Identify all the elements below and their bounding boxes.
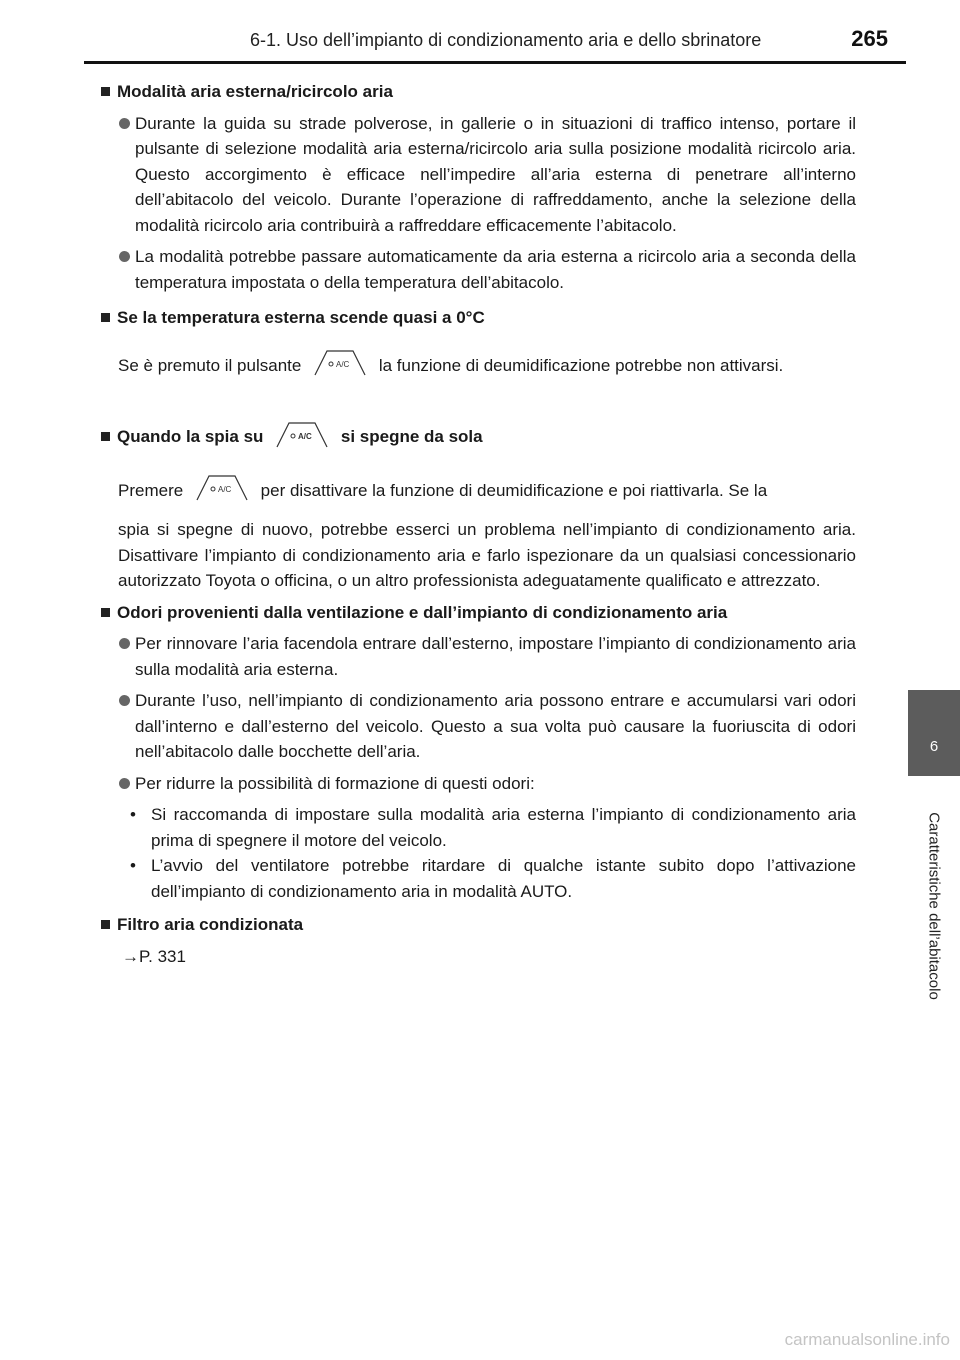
paragraph-text: per disattivare la funzione di deumidifi… <box>260 480 768 500</box>
page-number: 265 <box>851 26 888 51</box>
ac-button-label: A/C <box>218 485 232 494</box>
bullet-item: La modalità potrebbe passare automaticam… <box>100 244 856 295</box>
bullet-text: Durante l’uso, nell’impianto di condizio… <box>135 691 856 761</box>
ac-button-label: A/C <box>298 432 312 441</box>
bullet-text: La modalità potrebbe passare automaticam… <box>135 247 856 292</box>
round-bullet-icon <box>119 777 130 789</box>
paragraph-text: Premere <box>118 480 184 500</box>
heading-text: Filtro aria condizionata <box>117 915 304 934</box>
ac-button-label: A/C <box>336 360 350 369</box>
paragraph-text: Se è premuto il pulsante <box>118 355 302 375</box>
section-heading-filter: Filtro aria condizionata <box>100 912 856 938</box>
round-bullet-icon <box>119 251 130 262</box>
heading-text: Se la temperatura esterna scende quasi a… <box>117 308 485 327</box>
chapter-label: Caratteristiche dell’abitacolo <box>925 812 943 1000</box>
header-rule <box>84 61 906 64</box>
section-heading-indicator: Quando la spia su A/C si spegne da sola <box>100 421 856 450</box>
page-header: 6-1. Uso dell’impianto di condizionament… <box>0 0 960 64</box>
bullet-item: Per ridurre la possibilità di formazione… <box>100 771 856 797</box>
section-heading-low-temp: Se la temperatura esterna scende quasi a… <box>100 305 856 331</box>
bullet-text: Durante la guida su strade polverose, in… <box>135 113 856 235</box>
square-bullet-icon <box>101 87 110 96</box>
section-heading-odors: Odori provenienti dalla ventilazione e d… <box>100 600 856 626</box>
ac-button-icon: A/C <box>276 421 328 448</box>
chapter-number: 6 <box>929 738 939 755</box>
page-reference-link[interactable]: →P. 331 <box>122 946 186 966</box>
chapter-label-box: Caratteristiche dell’abitacolo <box>908 786 960 1026</box>
heading-text: Modalità aria esterna/ricircolo aria <box>117 82 393 101</box>
header-title: 6-1. Uso dell’impianto di condizionament… <box>250 30 762 50</box>
square-bullet-icon <box>101 607 110 617</box>
sub-bullet-mark: • <box>130 856 136 875</box>
sub-bullet-item: • Si raccomanda di impostare sulla modal… <box>100 802 856 853</box>
sub-bullet-item: • L’avvio del ventilatore potrebbe ritar… <box>100 853 856 904</box>
square-bullet-icon <box>101 432 110 441</box>
sub-bullet-text: Si raccomanda di impostare sulla modalit… <box>151 805 856 850</box>
round-bullet-icon <box>119 117 130 129</box>
chapter-tab[interactable]: 6 <box>908 690 960 776</box>
footer-watermark: carmanualsonline.info <box>784 1330 950 1349</box>
bullet-item: Durante la guida su strade polverose, in… <box>100 111 856 239</box>
ac-button-icon: A/C <box>196 475 248 501</box>
sub-bullet-text: L’avvio del ventilatore potrebbe ritarda… <box>151 856 856 901</box>
section-heading-air-mode: Modalità aria esterna/ricircolo aria <box>100 79 856 105</box>
square-bullet-icon <box>101 920 110 929</box>
heading-text: si spegne da sola <box>340 427 483 446</box>
paragraph-indicator-rest: spia si spegne di nuovo, potrebbe esserc… <box>100 517 856 594</box>
paragraph-indicator-first-line: Premere A/C per disattivare la funzione … <box>100 475 856 504</box>
heading-text: Odori provenienti dalla ventilazione e d… <box>117 602 728 622</box>
ac-button-icon: A/C <box>314 350 366 376</box>
square-bullet-icon <box>101 313 110 322</box>
round-bullet-icon <box>119 638 130 649</box>
bullet-item: Durante l’uso, nell’impianto di condizio… <box>100 688 856 765</box>
paragraph-text: spia si spegne di nuovo, potrebbe esserc… <box>118 520 856 590</box>
bullet-item: Per rinnovare l’aria facendola entrare d… <box>100 631 856 682</box>
paragraph-low-temp: Se è premuto il pulsante A/C la funzione… <box>100 350 856 379</box>
heading-text: Quando la spia su <box>117 427 264 446</box>
bullet-text: Per ridurre la possibilità di formazione… <box>135 773 535 793</box>
round-bullet-icon <box>119 695 130 706</box>
page-content: Modalità aria esterna/ricircolo aria Dur… <box>100 79 856 969</box>
bullet-text: Per rinnovare l’aria facendola entrare d… <box>135 634 856 679</box>
sub-bullet-mark: • <box>130 805 136 824</box>
paragraph-text: la funzione di deumidificazione potrebbe… <box>378 355 784 375</box>
